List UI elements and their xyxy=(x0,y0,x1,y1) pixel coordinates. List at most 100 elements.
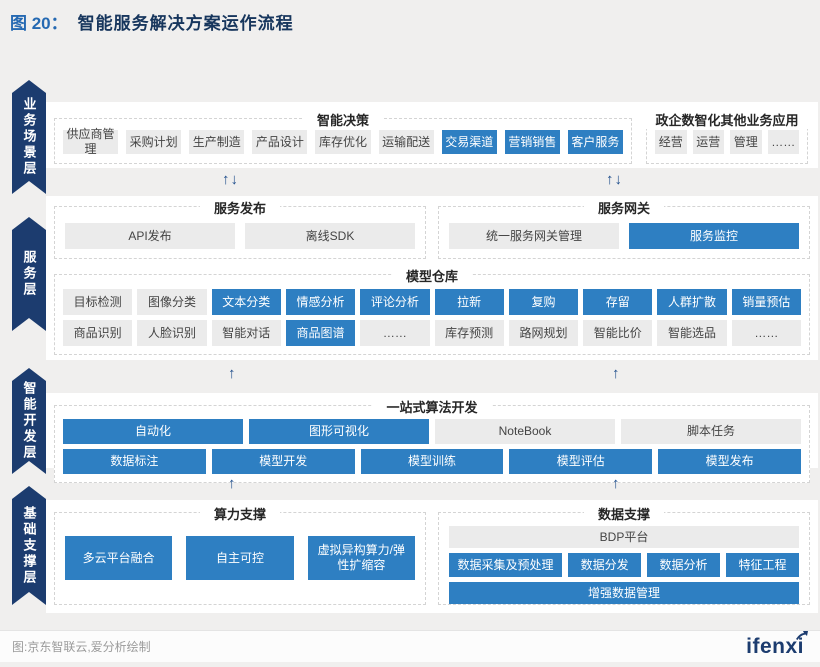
chip-review-analysis: 评论分析 xyxy=(360,289,430,315)
band-intelligent-dev: 一站式算法开发 自动化 图形可视化 NoteBook 脚本任务 数据标注 模型开… xyxy=(46,393,818,483)
layer-ribbon-label: 智能开发层 xyxy=(21,381,37,461)
section-title: 智能决策 xyxy=(302,110,384,129)
algo-dev-row-2: 数据标注 模型开发 模型训练 模型评估 模型发布 xyxy=(63,449,801,474)
chip-model-publish: 模型发布 xyxy=(658,449,801,474)
band-basic-support: 算力支撑 多云平台融合 自主可控 虚拟异构算力/弹性扩缩容 数据支撑 BDP平台… xyxy=(46,500,818,613)
layer-ribbon-label: 服务层 xyxy=(21,250,37,298)
up-arrow-icon: ↑ xyxy=(228,475,237,492)
chip-data-analysis: 数据分析 xyxy=(647,553,721,577)
chip-smart-dialogue: 智能对话 xyxy=(211,320,281,346)
chip-purchase-plan: 采购计划 xyxy=(126,130,182,154)
chip-virtual-hetero-compute: 虚拟异构算力/弹性扩缩容 xyxy=(307,536,415,580)
chip-road-network-plan: 路网规划 xyxy=(508,320,579,346)
section-intelligent-decision: 智能决策 供应商管理 采购计划 生产制造 产品设计 库存优化 运输配送 交易渠道… xyxy=(54,110,632,164)
layer-ribbon-service: 服务层 xyxy=(12,217,46,331)
chip-manufacturing: 生产制造 xyxy=(189,130,245,154)
up-down-arrow-icon: ↑↓ xyxy=(606,171,623,188)
chip-operation-jingying: 经营 xyxy=(655,130,687,154)
section-data-support: 数据支撑 BDP平台 数据采集及预处理 数据分发 数据分析 特征工程 增强数据管… xyxy=(438,504,810,605)
data-support-row: 数据采集及预处理 数据分发 数据分析 特征工程 xyxy=(449,553,799,577)
chip-multi-cloud-fusion: 多云平台融合 xyxy=(65,536,173,580)
chip-model-dev: 模型开发 xyxy=(211,449,355,474)
chip-automation: 自动化 xyxy=(63,419,243,444)
chip-supplier-mgmt: 供应商管理 xyxy=(63,127,119,156)
section-service-publish: 服务发布 API发布 离线SDK xyxy=(54,198,426,259)
band-service: 服务发布 API发布 离线SDK 服务网关 统一服务网关管理 服务监控 模型仓库… xyxy=(46,196,818,360)
figure-name: 智能服务解决方案运作流程 xyxy=(77,14,294,33)
chip-enhanced-data-mgmt: 增强数据管理 xyxy=(449,582,799,604)
section-title: 政企数智化其他业务应用 xyxy=(641,110,813,129)
chip-ellipsis: …… xyxy=(360,320,430,346)
chip-unified-gateway-mgmt: 统一服务网关管理 xyxy=(449,223,619,249)
section-title: 服务网关 xyxy=(583,198,665,217)
figure-title: 图 20： 智能服务解决方案运作流程 xyxy=(10,9,294,34)
section-other-business-apps: 政企数智化其他业务应用 经营 运营 管理 …… xyxy=(641,110,813,164)
layer-ribbon-business-scene: 业务场景层 xyxy=(12,80,46,194)
chip-trade-channel: 交易渠道 xyxy=(441,130,497,154)
chip-service-monitor: 服务监控 xyxy=(629,223,799,249)
chip-crowd-expansion: 人群扩散 xyxy=(657,289,727,315)
service-row: 服务发布 API发布 离线SDK 服务网关 统一服务网关管理 服务监控 xyxy=(54,198,810,259)
source-note: 图:京东智联云,爱分析绘制 xyxy=(12,640,151,654)
chip-model-training: 模型训练 xyxy=(360,449,504,474)
chip-operation-yunying: 运营 xyxy=(692,130,724,154)
chip-customer-service: 客户服务 xyxy=(567,130,623,154)
logo-arrow-icon xyxy=(796,630,808,640)
section-title: 数据支撑 xyxy=(583,504,665,523)
chip-product-recognition: 商品识别 xyxy=(63,320,133,346)
chip-model-eval: 模型评估 xyxy=(509,449,653,474)
chip-price-compare: 智能比价 xyxy=(583,320,653,346)
section-one-stop-algo-dev: 一站式算法开发 自动化 图形可视化 NoteBook 脚本任务 数据标注 模型开… xyxy=(54,397,810,483)
chip-transport: 运输配送 xyxy=(378,130,434,154)
figure-footer: 图:京东智联云,爱分析绘制 ifenxi xyxy=(0,630,820,662)
chip-repurchase: 复购 xyxy=(508,289,579,315)
chip-product-graph: 商品图谱 xyxy=(285,320,356,346)
chip-data-collection-preprocess: 数据采集及预处理 xyxy=(449,553,563,577)
chip-notebook: NoteBook xyxy=(435,419,615,444)
logo-text: ifenxi xyxy=(746,634,804,658)
layer-ribbon-intelligent-dev: 智能开发层 xyxy=(12,368,46,474)
chip-inventory-opt: 库存优化 xyxy=(315,130,371,154)
section-title: 算力支撑 xyxy=(199,504,281,523)
section-model-warehouse: 模型仓库 目标检测 图像分类 文本分类 情感分析 评论分析 拉新 复购 存留 人… xyxy=(54,266,810,355)
chip-product-selection: 智能选品 xyxy=(657,320,727,346)
layer-ribbon-label: 业务场景层 xyxy=(21,97,37,177)
band-business-scene: 智能决策 供应商管理 采购计划 生产制造 产品设计 库存优化 运输配送 交易渠道… xyxy=(46,102,818,168)
chip-inventory-forecast: 库存预测 xyxy=(434,320,504,346)
chip-marketing-sales: 营销销售 xyxy=(504,130,560,154)
chip-api-publish: API发布 xyxy=(65,223,235,249)
ifenxi-logo: ifenxi xyxy=(746,630,808,659)
chip-product-design: 产品设计 xyxy=(252,130,308,154)
layer-ribbon-basic-support: 基础支撑层 xyxy=(12,486,46,605)
chip-retention: 存留 xyxy=(583,289,653,315)
up-arrow-icon: ↑ xyxy=(612,365,621,382)
section-service-gateway: 服务网关 统一服务网关管理 服务监控 xyxy=(438,198,810,259)
chip-ellipsis: …… xyxy=(767,130,799,154)
up-arrow-icon: ↑ xyxy=(612,475,621,492)
chip-graph-visual: 图形可视化 xyxy=(249,419,429,444)
chip-sales-forecast: 销量预估 xyxy=(731,289,801,315)
chip-script-task: 脚本任务 xyxy=(621,419,801,444)
section-title: 一站式算法开发 xyxy=(372,397,492,416)
chip-feature-engineering: 特征工程 xyxy=(726,553,799,577)
up-arrow-icon: ↑ xyxy=(228,365,237,382)
figure-number: 图 20： xyxy=(10,14,68,33)
layer-ribbon-label: 基础支撑层 xyxy=(21,505,37,586)
chip-self-controllable: 自主可控 xyxy=(186,536,294,580)
up-down-arrow-icon: ↑↓ xyxy=(222,171,239,188)
chip-data-distribution: 数据分发 xyxy=(568,553,642,577)
algo-dev-row-1: 自动化 图形可视化 NoteBook 脚本任务 xyxy=(63,419,801,444)
chip-bdp-platform: BDP平台 xyxy=(449,526,799,548)
chip-data-annotation: 数据标注 xyxy=(63,449,206,474)
section-title: 模型仓库 xyxy=(391,266,473,285)
chip-ellipsis: …… xyxy=(731,320,801,346)
chip-image-classify: 图像分类 xyxy=(137,289,207,315)
chip-face-recognition: 人脸识别 xyxy=(137,320,207,346)
chip-new-customer: 拉新 xyxy=(434,289,504,315)
chip-management: 管理 xyxy=(730,130,762,154)
chip-sentiment-analysis: 情感分析 xyxy=(285,289,356,315)
chip-text-classify: 文本分类 xyxy=(211,289,281,315)
chip-object-detection: 目标检测 xyxy=(63,289,133,315)
chip-offline-sdk: 离线SDK xyxy=(245,223,415,249)
